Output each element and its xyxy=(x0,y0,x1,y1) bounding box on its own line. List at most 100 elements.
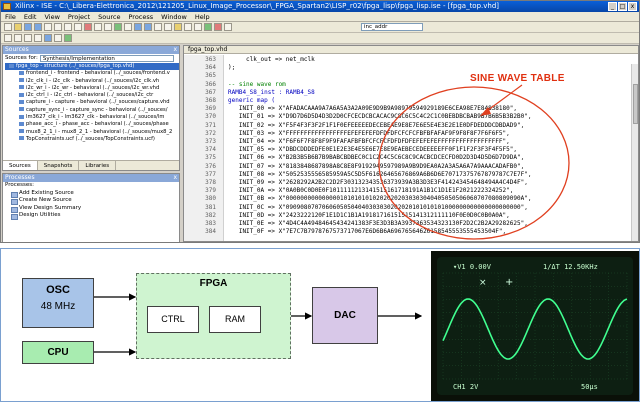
module-icon xyxy=(19,70,24,75)
stop-icon[interactable] xyxy=(214,23,222,31)
line-number: 382 xyxy=(205,211,216,219)
process-design-utilities[interactable]: Design Utilities xyxy=(5,212,179,220)
indent-icon[interactable] xyxy=(4,34,12,42)
processes-panel-close-button[interactable]: x xyxy=(173,174,177,181)
line-text: INIT_0C => X"090908070706060505040403030… xyxy=(228,203,528,211)
tree-item[interactable]: fpga_top - structure (../_souces/fpga_to… xyxy=(5,63,179,71)
menu-window[interactable]: Window xyxy=(161,13,187,21)
cut-icon[interactable] xyxy=(54,23,62,31)
process-add-existing-source[interactable]: Add Existing Source xyxy=(5,190,179,197)
save-icon[interactable] xyxy=(24,23,32,31)
outdent-icon[interactable] xyxy=(14,34,22,42)
delete-icon[interactable] xyxy=(84,23,92,31)
code-line: 379 INIT_0A => X"0A0B0C0D0E0F10111112131… xyxy=(184,187,638,195)
menu-project[interactable]: Project xyxy=(67,13,91,21)
line-text: clk_out => net_mclk xyxy=(228,56,315,63)
process-create-new-source[interactable]: Create New Source xyxy=(5,197,179,205)
code-line: 363 clk_out => net_mclk xyxy=(184,56,638,64)
check-syntax-icon[interactable] xyxy=(64,34,72,42)
close-button[interactable]: x xyxy=(628,2,637,11)
tree-item[interactable]: capture_i - capture - behavioral (../_so… xyxy=(5,99,179,106)
language-templates-icon[interactable] xyxy=(44,34,52,42)
code-line: 375 INIT_06 => X"B2B3B5B6B7B9BABCBDBEC0C… xyxy=(184,154,638,162)
code-line: 372 INIT_03 => X"FFFFFFFFFFFFFFFFFEFEFEF… xyxy=(184,130,638,138)
tree-item-label: frontend_i - frontend - behavioral (../_… xyxy=(26,70,170,77)
sources-panel-close-button[interactable]: x xyxy=(173,46,177,53)
tree-item[interactable]: capture_sync_i - capture_sync - behavior… xyxy=(5,107,179,114)
open-folder-icon[interactable] xyxy=(14,23,22,31)
window-cascade-icon[interactable] xyxy=(144,23,152,31)
line-text: INIT_04 => X"F6F6F7F8F8F9F9FAFAFBFBFCFCF… xyxy=(228,138,510,145)
prev-bookmark-icon[interactable] xyxy=(194,23,202,31)
new-file-icon[interactable] xyxy=(4,23,12,31)
window-tile-icon[interactable] xyxy=(134,23,142,31)
line-text: INIT_03 => X"FFFFFFFFFFFFFFFFFEFEFEFEFDF… xyxy=(228,129,510,137)
title-bar: Xilinx - ISE - C:\_Libera-Elettronica_20… xyxy=(1,1,639,12)
line-numbers-icon[interactable] xyxy=(54,34,62,42)
vertical-scrollbar[interactable] xyxy=(631,64,638,241)
tab-sources[interactable]: Sources xyxy=(3,161,38,170)
find-next-icon[interactable] xyxy=(124,23,132,31)
zoom-in-icon[interactable] xyxy=(154,23,162,31)
osc-label: OSC xyxy=(46,284,70,296)
sine-wave-table-annotation: SINE WAVE TABLE xyxy=(470,73,565,84)
line-number: 369 xyxy=(205,105,216,113)
line-number: 379 xyxy=(205,187,216,195)
line-text: INIT_0F => X"7E7C7B7978767573717067E6D6B… xyxy=(228,228,507,236)
menu-source[interactable]: Source xyxy=(98,13,121,21)
code-line: 374 INIT_05 => X"DBDCDDDEDFE0E1E2E3E4E5E… xyxy=(184,146,638,154)
help-icon[interactable] xyxy=(224,23,232,31)
tab-libraries[interactable]: Libraries xyxy=(79,161,117,170)
menu-help[interactable]: Help xyxy=(194,13,210,21)
tab-snapshots[interactable]: Snapshots xyxy=(38,161,80,170)
paste-icon[interactable] xyxy=(74,23,82,31)
zoom-out-icon[interactable] xyxy=(164,23,172,31)
maximize-button[interactable]: □ xyxy=(618,2,627,11)
save-all-icon[interactable] xyxy=(34,23,42,31)
copy-icon[interactable] xyxy=(64,23,72,31)
scope-ch1-readout: ▾V1 0.00V xyxy=(453,263,492,271)
tree-item[interactable]: mux8_2_1_i - mux8_2_1 - behavioral (../_… xyxy=(5,129,179,136)
menu-file[interactable]: File xyxy=(5,13,16,21)
comment-icon[interactable] xyxy=(24,34,32,42)
tree-item[interactable]: frontend_i - frontend - behavioral (../_… xyxy=(5,70,179,77)
tree-item-label: capture_i - capture - behavioral (../_so… xyxy=(26,99,170,106)
tree-item[interactable]: i2c_wr_i - i2c_wr - behavioral (../_souc… xyxy=(5,85,179,92)
module-icon xyxy=(19,85,24,90)
run-icon[interactable] xyxy=(204,23,212,31)
sine-trace xyxy=(442,298,628,360)
find-input[interactable]: inc_addr xyxy=(361,23,423,31)
menu-edit[interactable]: Edit xyxy=(23,13,37,21)
undo-icon[interactable] xyxy=(94,23,102,31)
menu-view[interactable]: View xyxy=(44,13,60,21)
minimize-button[interactable]: _ xyxy=(608,2,617,11)
line-number: 373 xyxy=(205,138,216,145)
line-number: 365 xyxy=(205,72,216,80)
redo-icon[interactable] xyxy=(104,23,112,31)
menu-process[interactable]: Process xyxy=(128,13,154,21)
next-bookmark-icon[interactable] xyxy=(184,23,192,31)
tree-item[interactable]: lm3627_clk_i - lm3627_clk - behavioral (… xyxy=(5,114,179,121)
code-line: 373 INIT_04 => X"F6F6F7F8F8F9F9FAFAFBFBF… xyxy=(184,138,638,146)
line-number: 372 xyxy=(205,129,216,137)
line-text: INIT_07 => X"8183848687898A8C8E8F9192949… xyxy=(228,162,525,170)
line-number: 367 xyxy=(205,88,216,96)
process-view-design-summary[interactable]: View Design Summary xyxy=(5,205,179,212)
module-icon xyxy=(19,78,24,83)
tree-item[interactable]: i2c_ctrl_i - i2c_ctrl - behavioral (../_… xyxy=(5,92,179,99)
sources-tabs: Sources Snapshots Libraries xyxy=(3,160,179,170)
bookmark-icon[interactable] xyxy=(174,23,182,31)
uncomment-icon[interactable] xyxy=(34,34,42,42)
find-icon[interactable] xyxy=(114,23,122,31)
scrollbar-thumb[interactable] xyxy=(633,84,638,124)
tree-item[interactable]: i2c_clk_i - i2c_clk - behavioral (../_so… xyxy=(5,78,179,85)
print-icon[interactable] xyxy=(44,23,52,31)
editor-tab[interactable]: fpga_top.vhd xyxy=(184,46,638,54)
sources-for-select[interactable]: Synthesis/Implementation xyxy=(39,55,174,62)
line-number: 371 xyxy=(205,121,216,129)
tree-item[interactable]: TopConstraints.ucf (../_souces/TopConstr… xyxy=(5,136,179,143)
window-title: Xilinx - ISE - C:\_Libera-Elettronica_20… xyxy=(15,2,500,10)
tree-item[interactable]: phase_acc_i - phase_acc - behavioral (..… xyxy=(5,121,179,128)
